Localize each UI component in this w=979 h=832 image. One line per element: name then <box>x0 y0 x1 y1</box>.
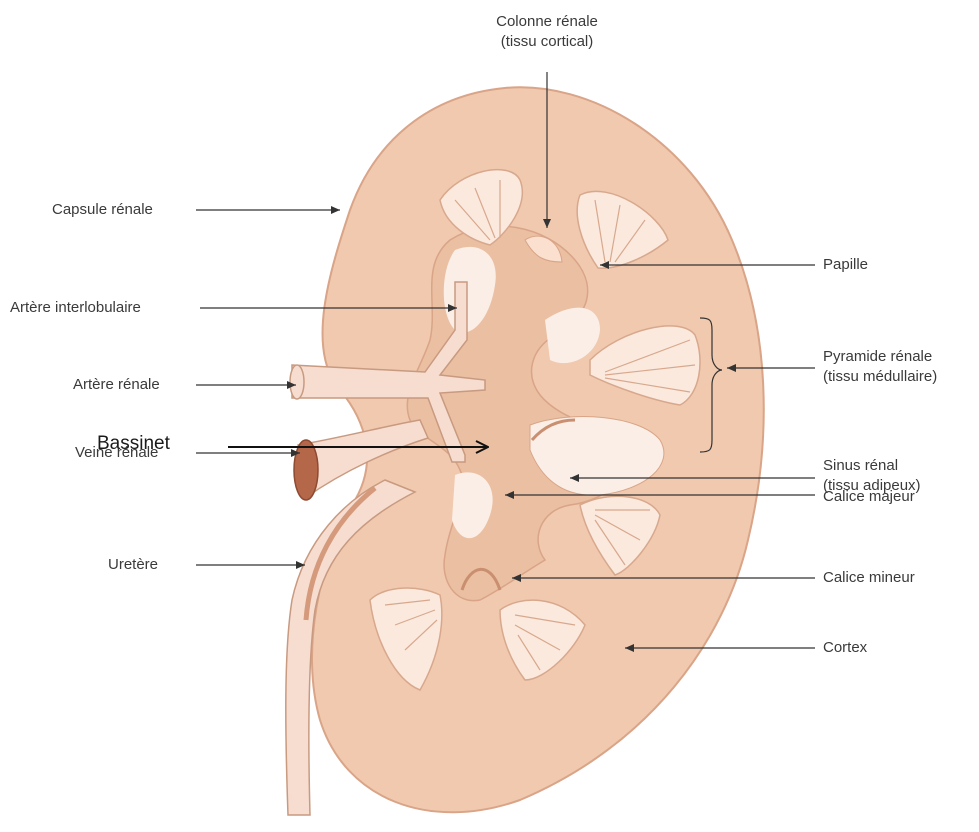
label-colonne-renale-sub: (tissu cortical) <box>467 32 627 52</box>
label-pyramide-renale: Pyramide rénale (tissu médullaire) <box>823 347 937 387</box>
label-calice-majeur: Calice majeur <box>823 487 915 507</box>
label-cortex: Cortex <box>823 638 867 658</box>
label-colonne-renale: Colonne rénale (tissu cortical) <box>467 12 627 52</box>
label-artere-renale: Artère rénale <box>73 375 160 395</box>
label-capsule-renale: Capsule rénale <box>52 200 153 220</box>
label-colonne-renale-title: Colonne rénale <box>467 12 627 32</box>
label-artere-interlobulaire: Artère interlobulaire <box>10 298 141 318</box>
label-pyramide-renale-title: Pyramide rénale <box>823 347 937 367</box>
label-calice-mineur: Calice mineur <box>823 568 915 588</box>
label-sinus-renal-title: Sinus rénal <box>823 456 921 476</box>
label-veine-renale: Veine rénale <box>75 443 158 463</box>
label-uretere: Uretère <box>108 555 158 575</box>
label-pyramide-renale-sub: (tissu médullaire) <box>823 367 937 387</box>
label-papille: Papille <box>823 255 868 275</box>
